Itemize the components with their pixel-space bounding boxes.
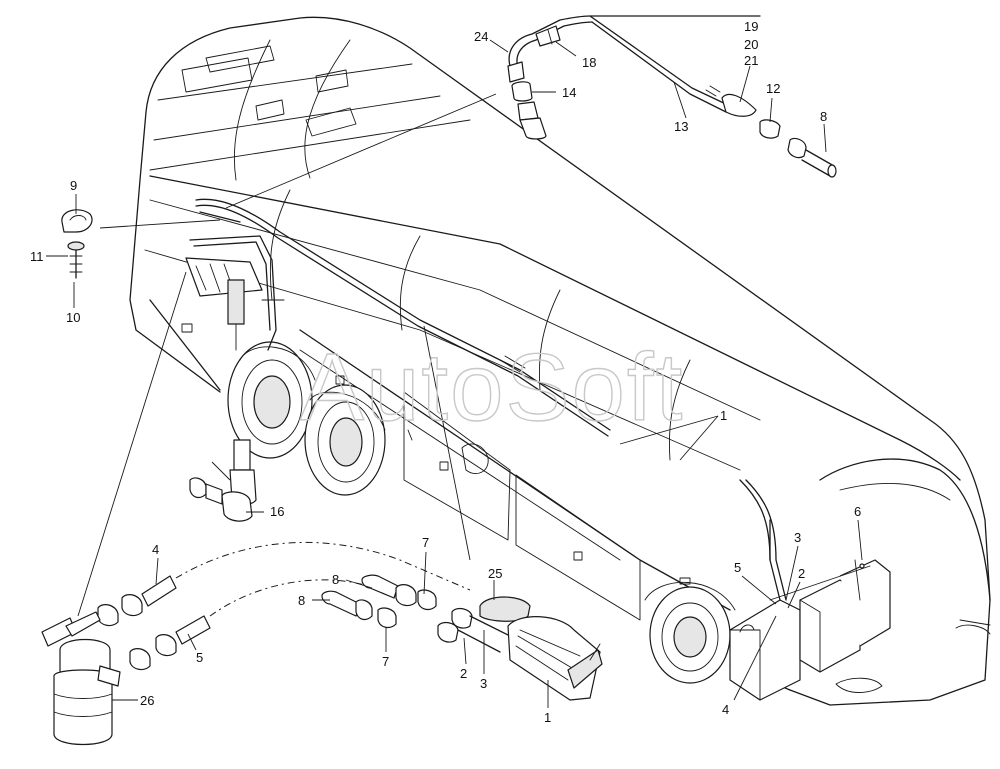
callout-5-left: 5: [196, 650, 203, 665]
callout-25: 25: [488, 566, 502, 581]
callout-10: 10: [66, 310, 80, 325]
hose-bend-assembly: [507, 15, 837, 178]
callout-19: 19: [744, 19, 758, 34]
callout-7-bottom: 7: [382, 654, 389, 669]
callout-9: 9: [70, 178, 77, 193]
leader-lines: [46, 39, 863, 708]
callout-21: 21: [744, 53, 758, 68]
callout-4-right: 4: [722, 702, 729, 717]
callout-11: 11: [30, 249, 44, 264]
callout-26: 26: [140, 693, 154, 708]
callout-13: 13: [674, 119, 688, 134]
left-hoses: [97, 541, 471, 671]
fuel-tanks: [729, 559, 891, 701]
callout-1-right: 1: [720, 408, 727, 423]
callout-2-bottom: 2: [460, 666, 467, 681]
front-wheel: [644, 582, 736, 684]
fuel-filter: [41, 611, 121, 746]
callout-2-right: 2: [798, 566, 805, 581]
callout-24: 24: [474, 29, 488, 44]
callout-1-bottom: 1: [544, 710, 551, 725]
elbow-fitting: [189, 439, 257, 522]
callout-16: 16: [270, 504, 284, 519]
callout-4-left: 4: [152, 542, 159, 557]
callout-20: 20: [744, 37, 758, 52]
engine-fuel-module: [185, 235, 285, 351]
callout-5-right: 5: [734, 560, 741, 575]
fuel-pipeline: [195, 198, 871, 601]
callout-8-a: 8: [332, 572, 339, 587]
callout-18: 18: [582, 55, 596, 70]
connector-parts: [321, 574, 603, 701]
pipe-clip-assembly: [61, 209, 93, 279]
callout-6: 6: [854, 504, 861, 519]
callout-3-bottom: 3: [480, 676, 487, 691]
watermark-text: AutoSoft: [300, 334, 684, 441]
callout-3-right: 3: [794, 530, 801, 545]
callout-8-b: 8: [298, 593, 305, 608]
callout-8-top: 8: [820, 109, 827, 124]
callout-12: 12: [766, 81, 780, 96]
callout-14: 14: [562, 85, 576, 100]
rear-wheels: [227, 341, 386, 496]
callout-labels: 24 18 14 19 20 21 12 8 13 9 11 10 16 4 5…: [30, 19, 861, 725]
callout-7-top: 7: [422, 535, 429, 550]
